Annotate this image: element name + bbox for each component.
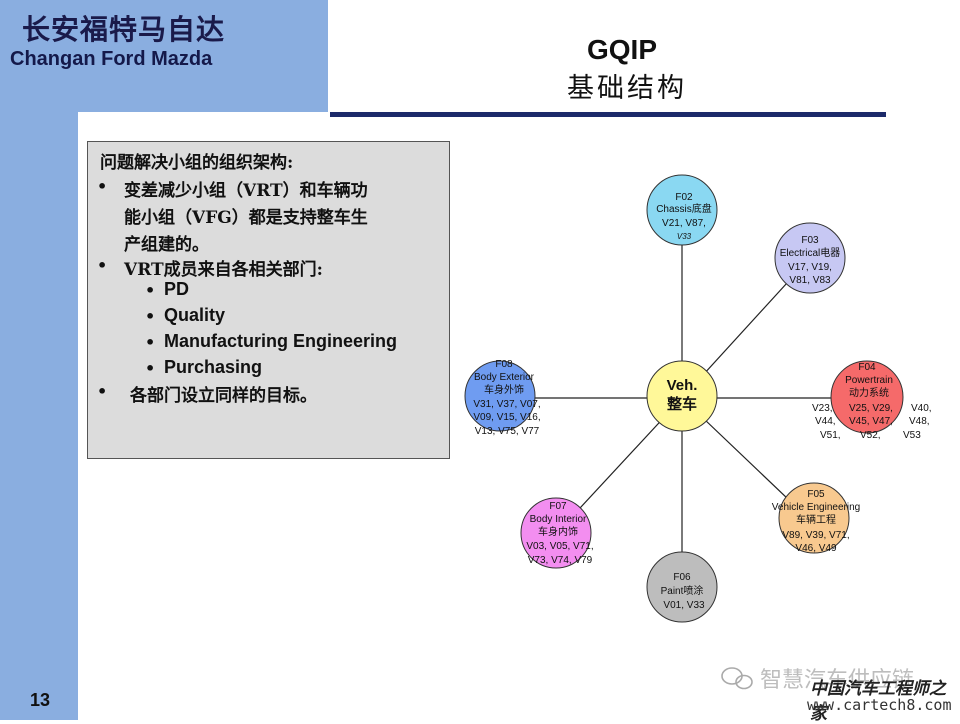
org-structure-textbox: 问题解决小组的组织架构: • 变差减少小组（VRT）和车辆功 能小组（VFG）都… — [87, 141, 450, 459]
node-value: V45, V47, — [849, 416, 893, 427]
bullet-marker: • — [97, 382, 108, 401]
bullet-marker: • — [145, 307, 156, 326]
node-f07: F07 Body Interior 车身内饰 V03, V05, V71, V7… — [520, 497, 594, 569]
node-values: V13, V75, V77 — [475, 426, 540, 437]
bullet-marker: • — [145, 333, 156, 352]
node-label: F03 — [801, 235, 819, 246]
bullet1-line3: 产组建的。 — [124, 235, 209, 255]
node-value: V44, — [815, 416, 836, 427]
node-value: V40, — [911, 403, 932, 414]
node-values: V03, V05, V71, — [526, 541, 593, 552]
node-label: Vehicle Engineering — [772, 502, 860, 513]
node-label: F08 — [495, 359, 513, 370]
watermark-brand: 中国汽车工程师之家 — [810, 679, 946, 724]
node-label: 车辆工程 — [796, 513, 836, 526]
node-value: V52, — [860, 430, 881, 441]
node-values: V21, V87, — [662, 218, 706, 229]
brand-name-cn: 长安福特马自达 — [22, 13, 226, 46]
node-label: 车身内饰 — [538, 525, 578, 538]
slide-subtitle: 基础结构 — [567, 73, 687, 104]
node-values: V46, V49 — [795, 543, 837, 554]
node-values: V81, V83 — [789, 275, 831, 286]
node-label: Body Exterior — [474, 372, 535, 383]
node-values: V73, V74, V79 — [528, 555, 593, 566]
node-label: F06 — [673, 572, 691, 583]
node-value: V25, V29, — [849, 403, 893, 414]
watermark-url: www.cartech8.com — [807, 696, 952, 714]
title-divider — [330, 112, 886, 117]
node-values: V31, V37, V07, — [473, 399, 540, 410]
node-label: F05 — [807, 489, 825, 500]
center-label: 整车 — [667, 395, 697, 413]
node-values: V09, V15, V16, — [473, 412, 540, 423]
bullet3-text: 各部门设立同样的目标。 — [130, 386, 317, 406]
dept-item: Quality — [164, 305, 226, 325]
node-f05: F05 Vehicle Engineering 车辆工程 V89, V39, V… — [772, 482, 860, 554]
bullet-marker: • — [97, 256, 108, 275]
node-label: F04 — [858, 362, 876, 373]
bullet2-text: VRT成员来自各相关部门: — [124, 260, 323, 280]
node-value: V51, — [820, 430, 841, 441]
node-label: 动力系统 — [849, 386, 889, 399]
dept-item: Purchasing — [164, 357, 263, 377]
node-f02: F02 Chassis底盘 V21, V87, V33 — [646, 174, 718, 246]
node-label: F02 — [675, 192, 693, 203]
node-f08: F08 Body Exterior 车身外饰 V31, V37, V07, V0… — [464, 359, 541, 437]
node-value: V53 — [903, 430, 921, 441]
node-label: Chassis底盘 — [656, 202, 712, 215]
node-values: V01, V33 — [663, 600, 705, 611]
node-label: 车身外饰 — [484, 383, 524, 396]
node-value: V48, — [909, 416, 930, 427]
bullet1-line1: 变差减少小组（VRT）和车辆功 — [124, 181, 368, 201]
side-band — [0, 0, 78, 720]
node-values: V89, V39, V71, — [782, 530, 849, 541]
center-label: Veh. — [667, 377, 698, 394]
node-vehicle-center: Veh. 整车 — [646, 360, 718, 432]
bullet-marker: • — [145, 359, 156, 378]
node-label: F07 — [549, 501, 567, 512]
node-f04: F04 Powertrain 动力系统 V23, V25, V29, V40, … — [812, 360, 932, 441]
node-values: V33 — [677, 232, 692, 241]
textbox-heading: 问题解决小组的组织架构: — [100, 153, 294, 173]
bullet-marker: • — [145, 281, 156, 300]
node-f03: F03 Electrical电器 V17, V19, V81, V83 — [774, 222, 846, 294]
node-label: Electrical电器 — [780, 246, 841, 259]
page-number: 13 — [30, 690, 51, 710]
node-value: V23, — [812, 403, 833, 414]
node-label: Powertrain — [845, 375, 893, 386]
dept-item: Manufacturing Engineering — [164, 331, 398, 351]
node-values: V17, V19, — [788, 262, 832, 273]
node-label: Body Interior — [530, 514, 587, 525]
brand-name-en: Changan Ford Mazda — [10, 48, 213, 70]
slide-title: GQIP — [587, 34, 658, 65]
node-label: Paint喷涂 — [661, 584, 704, 597]
watermark-text: 智慧汽车供应链 — [760, 668, 915, 693]
node-f06: F06 Paint喷涂 V01, V33 — [646, 551, 718, 623]
bullet1-line2: 能小组（VFG）都是支持整车生 — [124, 208, 368, 228]
dept-item: PD — [164, 279, 190, 299]
bullet-marker: • — [97, 177, 108, 196]
wechat-icon — [721, 667, 753, 690]
header-brand-block: 长安福特马自达 Changan Ford Mazda — [0, 0, 328, 112]
